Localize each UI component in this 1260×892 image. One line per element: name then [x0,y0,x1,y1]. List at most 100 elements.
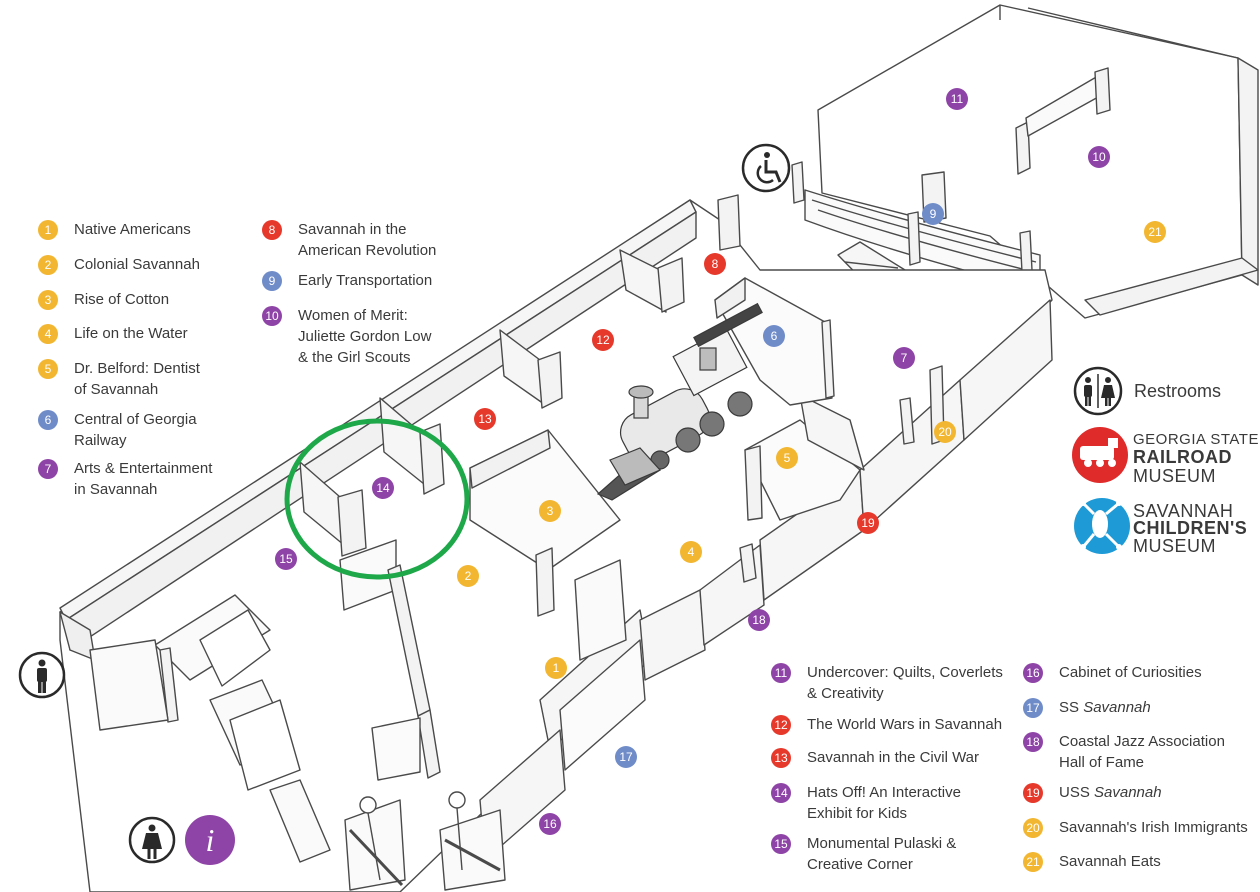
childrens-museum-line3: MUSEUM [1133,536,1216,556]
legend-number-badge: 16 [1023,663,1043,683]
restroom-icon [1073,366,1123,416]
legend-item: 2 Colonial Savannah [38,254,200,275]
legend-label: Rise of Cotton [74,289,169,310]
legend-label-line2: & Creativity [807,685,884,702]
legend-label: Colonial Savannah [74,254,200,275]
legend-label-line1: USS Savannah [1059,782,1162,803]
legend-number-badge: 12 [771,715,791,735]
legend-label-prefix: SS [1059,699,1084,716]
railroad-museum-line3: MUSEUM [1133,466,1216,486]
legend-label-line3: & the Girl Scouts [298,349,411,366]
legend-number-badge: 6 [38,410,58,430]
map-marker[interactable]: 4 [680,541,702,563]
legend-label: Savannah's Irish Immigrants [1059,817,1248,838]
map-marker[interactable]: 11 [946,88,968,110]
information-icon [185,815,235,865]
legend-item: 9 Early Transportation [262,270,432,291]
map-marker[interactable]: 18 [748,609,770,631]
legend-item: 12 The World Wars in Savannah [771,714,1002,735]
wheelchair-accessible-icon [741,143,791,193]
legend-label-line1: Savannah Eats [1059,853,1161,870]
map-marker[interactable]: 8 [704,253,726,275]
map-marker[interactable]: 5 [776,447,798,469]
legend-label: Women of Merit:Juliette Gordon Low& the … [298,305,431,368]
legend-label-line2: Creative Corner [807,856,913,873]
legend-label: Native Americans [74,219,191,240]
legend-number-badge: 8 [262,220,282,240]
childrens-museum-line2: CHILDREN'S [1133,518,1248,538]
legend-label-line2: Exhibit for Kids [807,805,908,822]
mens-restroom-icon [18,651,66,699]
legend-label-ship-name: Savannah [1094,784,1162,801]
legend-label-line1: Savannah in the [298,221,407,238]
legend-label-line2: Railway [74,432,127,449]
map-marker[interactable]: 13 [474,408,496,430]
map-marker[interactable]: 16 [539,813,561,835]
map-marker[interactable]: 15 [275,548,297,570]
railroad-museum-line2: RAILROAD [1133,447,1232,467]
legend-label-line1: Monumental Pulaski & [807,835,957,852]
map-marker[interactable]: 14 [372,477,394,499]
legend-number-badge: 2 [38,255,58,275]
map-marker[interactable]: 21 [1144,221,1166,243]
legend-number-badge: 21 [1023,852,1043,872]
map-marker[interactable]: 6 [763,325,785,347]
map-marker[interactable]: 3 [539,500,561,522]
legend-label-line2: in Savannah [74,481,158,498]
legend-label-line1: SS Savannah [1059,697,1151,718]
legend-label-line1: Colonial Savannah [74,256,200,273]
map-marker[interactable]: 12 [592,329,614,351]
map-marker[interactable]: 7 [893,347,915,369]
legend-number-badge: 1 [38,220,58,240]
map-marker[interactable]: 2 [457,565,479,587]
legend-label-ship-name: Savannah [1083,699,1151,716]
legend-label-line1: Native Americans [74,221,191,238]
legend-number-badge: 18 [1023,732,1043,752]
map-marker[interactable]: 17 [615,746,637,768]
legend-number-badge: 5 [38,359,58,379]
upper-hall-right-wall [1237,57,1259,286]
legend-label-line1: Savannah in the Civil War [807,749,980,766]
legend-number-badge: 7 [38,459,58,479]
legend-number-badge: 9 [262,271,282,291]
legend-label: Savannah Eats [1059,851,1161,872]
frog-logo-icon [1074,498,1130,554]
legend-label: Undercover: Quilts, Coverlets& Creativit… [807,662,1003,704]
map-marker[interactable]: 10 [1088,146,1110,168]
legend-label-line1: The World Wars in Savannah [807,716,1003,733]
legend-item: 3 Rise of Cotton [38,289,169,310]
map-marker[interactable]: 20 [934,421,956,443]
legend-label-line1: Central of Georgia [74,411,197,428]
legend-item: 13 Savannah in the Civil War [771,747,979,768]
map-marker[interactable]: 1 [545,657,567,679]
legend-label: The World Wars in Savannah [807,714,1002,735]
information-glyph: i [205,822,215,858]
legend-number-badge: 3 [38,290,58,310]
map-marker[interactable]: 19 [857,512,879,534]
legend-number-badge: 13 [771,748,791,768]
legend-label-line1: Cabinet of Curiosities [1059,664,1202,681]
legend-item: 1 Native Americans [38,219,191,240]
legend-label-line1: Hats Off! An Interactive [807,784,961,801]
legend-label: Monumental Pulaski & Creative Corner [807,833,956,875]
legend-label-line1: Savannah's Irish Immigrants [1059,819,1248,836]
map-marker[interactable]: 9 [922,203,944,225]
legend-label: Early Transportation [298,270,432,291]
legend-label: Savannah in the Civil War [807,747,979,768]
